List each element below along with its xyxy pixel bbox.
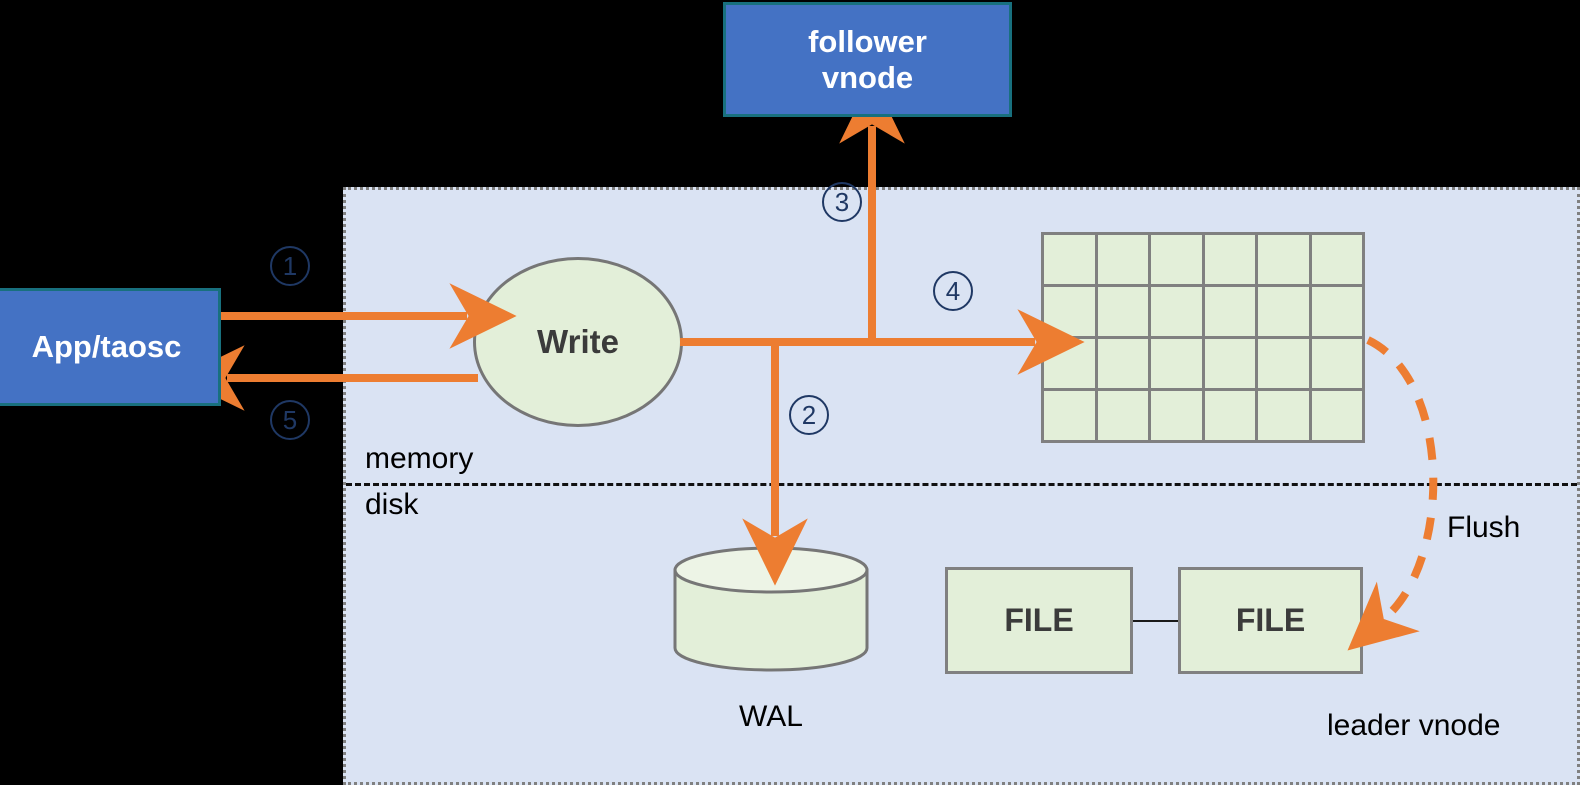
grid-cell (1204, 287, 1258, 339)
step-badge-3: 3 (822, 182, 862, 222)
grid-cell (1097, 339, 1151, 391)
step-badge-5: 5 (270, 400, 310, 440)
file-box-left: FILE (945, 567, 1133, 674)
file-box-right: FILE (1178, 567, 1363, 674)
step-badge-4: 4 (933, 271, 973, 311)
wal-label: WAL (739, 700, 803, 733)
memory-disk-divider (346, 483, 1577, 486)
grid-cell (1311, 287, 1365, 339)
grid-cell (1044, 339, 1098, 391)
grid-cell (1097, 287, 1151, 339)
grid-cell (1151, 235, 1205, 287)
grid-cell (1151, 287, 1205, 339)
step-badge-2: 2 (789, 395, 829, 435)
grid-cell (1044, 391, 1098, 443)
grid-cell (1097, 235, 1151, 287)
write-node: Write (473, 257, 683, 427)
disk-label: disk (365, 488, 419, 521)
memory-table-grid (1041, 232, 1365, 443)
app-taosc-label: App/taosc (31, 329, 182, 365)
grid-cell (1204, 339, 1258, 391)
memory-label: memory (365, 442, 474, 475)
wal-cylinder (672, 545, 870, 673)
step-badge-1: 1 (270, 246, 310, 286)
grid-cell (1151, 391, 1205, 443)
flush-label: Flush (1447, 511, 1521, 544)
grid-cell (1258, 391, 1312, 443)
grid-cell (1311, 339, 1365, 391)
leader-vnode-label: leader vnode (1327, 709, 1501, 742)
grid-cell (1044, 235, 1098, 287)
follower-vnode-label-line1: follower (808, 23, 927, 59)
app-taosc-node: App/taosc (0, 288, 221, 406)
grid-cell (1097, 391, 1151, 443)
grid-cell (1311, 391, 1365, 443)
grid-cell (1258, 339, 1312, 391)
follower-vnode-node: follower vnode (723, 2, 1012, 117)
grid-cell (1258, 287, 1312, 339)
grid-cell (1258, 235, 1312, 287)
grid-cell (1044, 287, 1098, 339)
grid-cell (1151, 339, 1205, 391)
grid-cell (1204, 391, 1258, 443)
follower-vnode-label-line2: vnode (821, 59, 914, 95)
file-link-connector (1133, 620, 1178, 622)
grid-cell (1204, 235, 1258, 287)
grid-cell (1311, 235, 1365, 287)
